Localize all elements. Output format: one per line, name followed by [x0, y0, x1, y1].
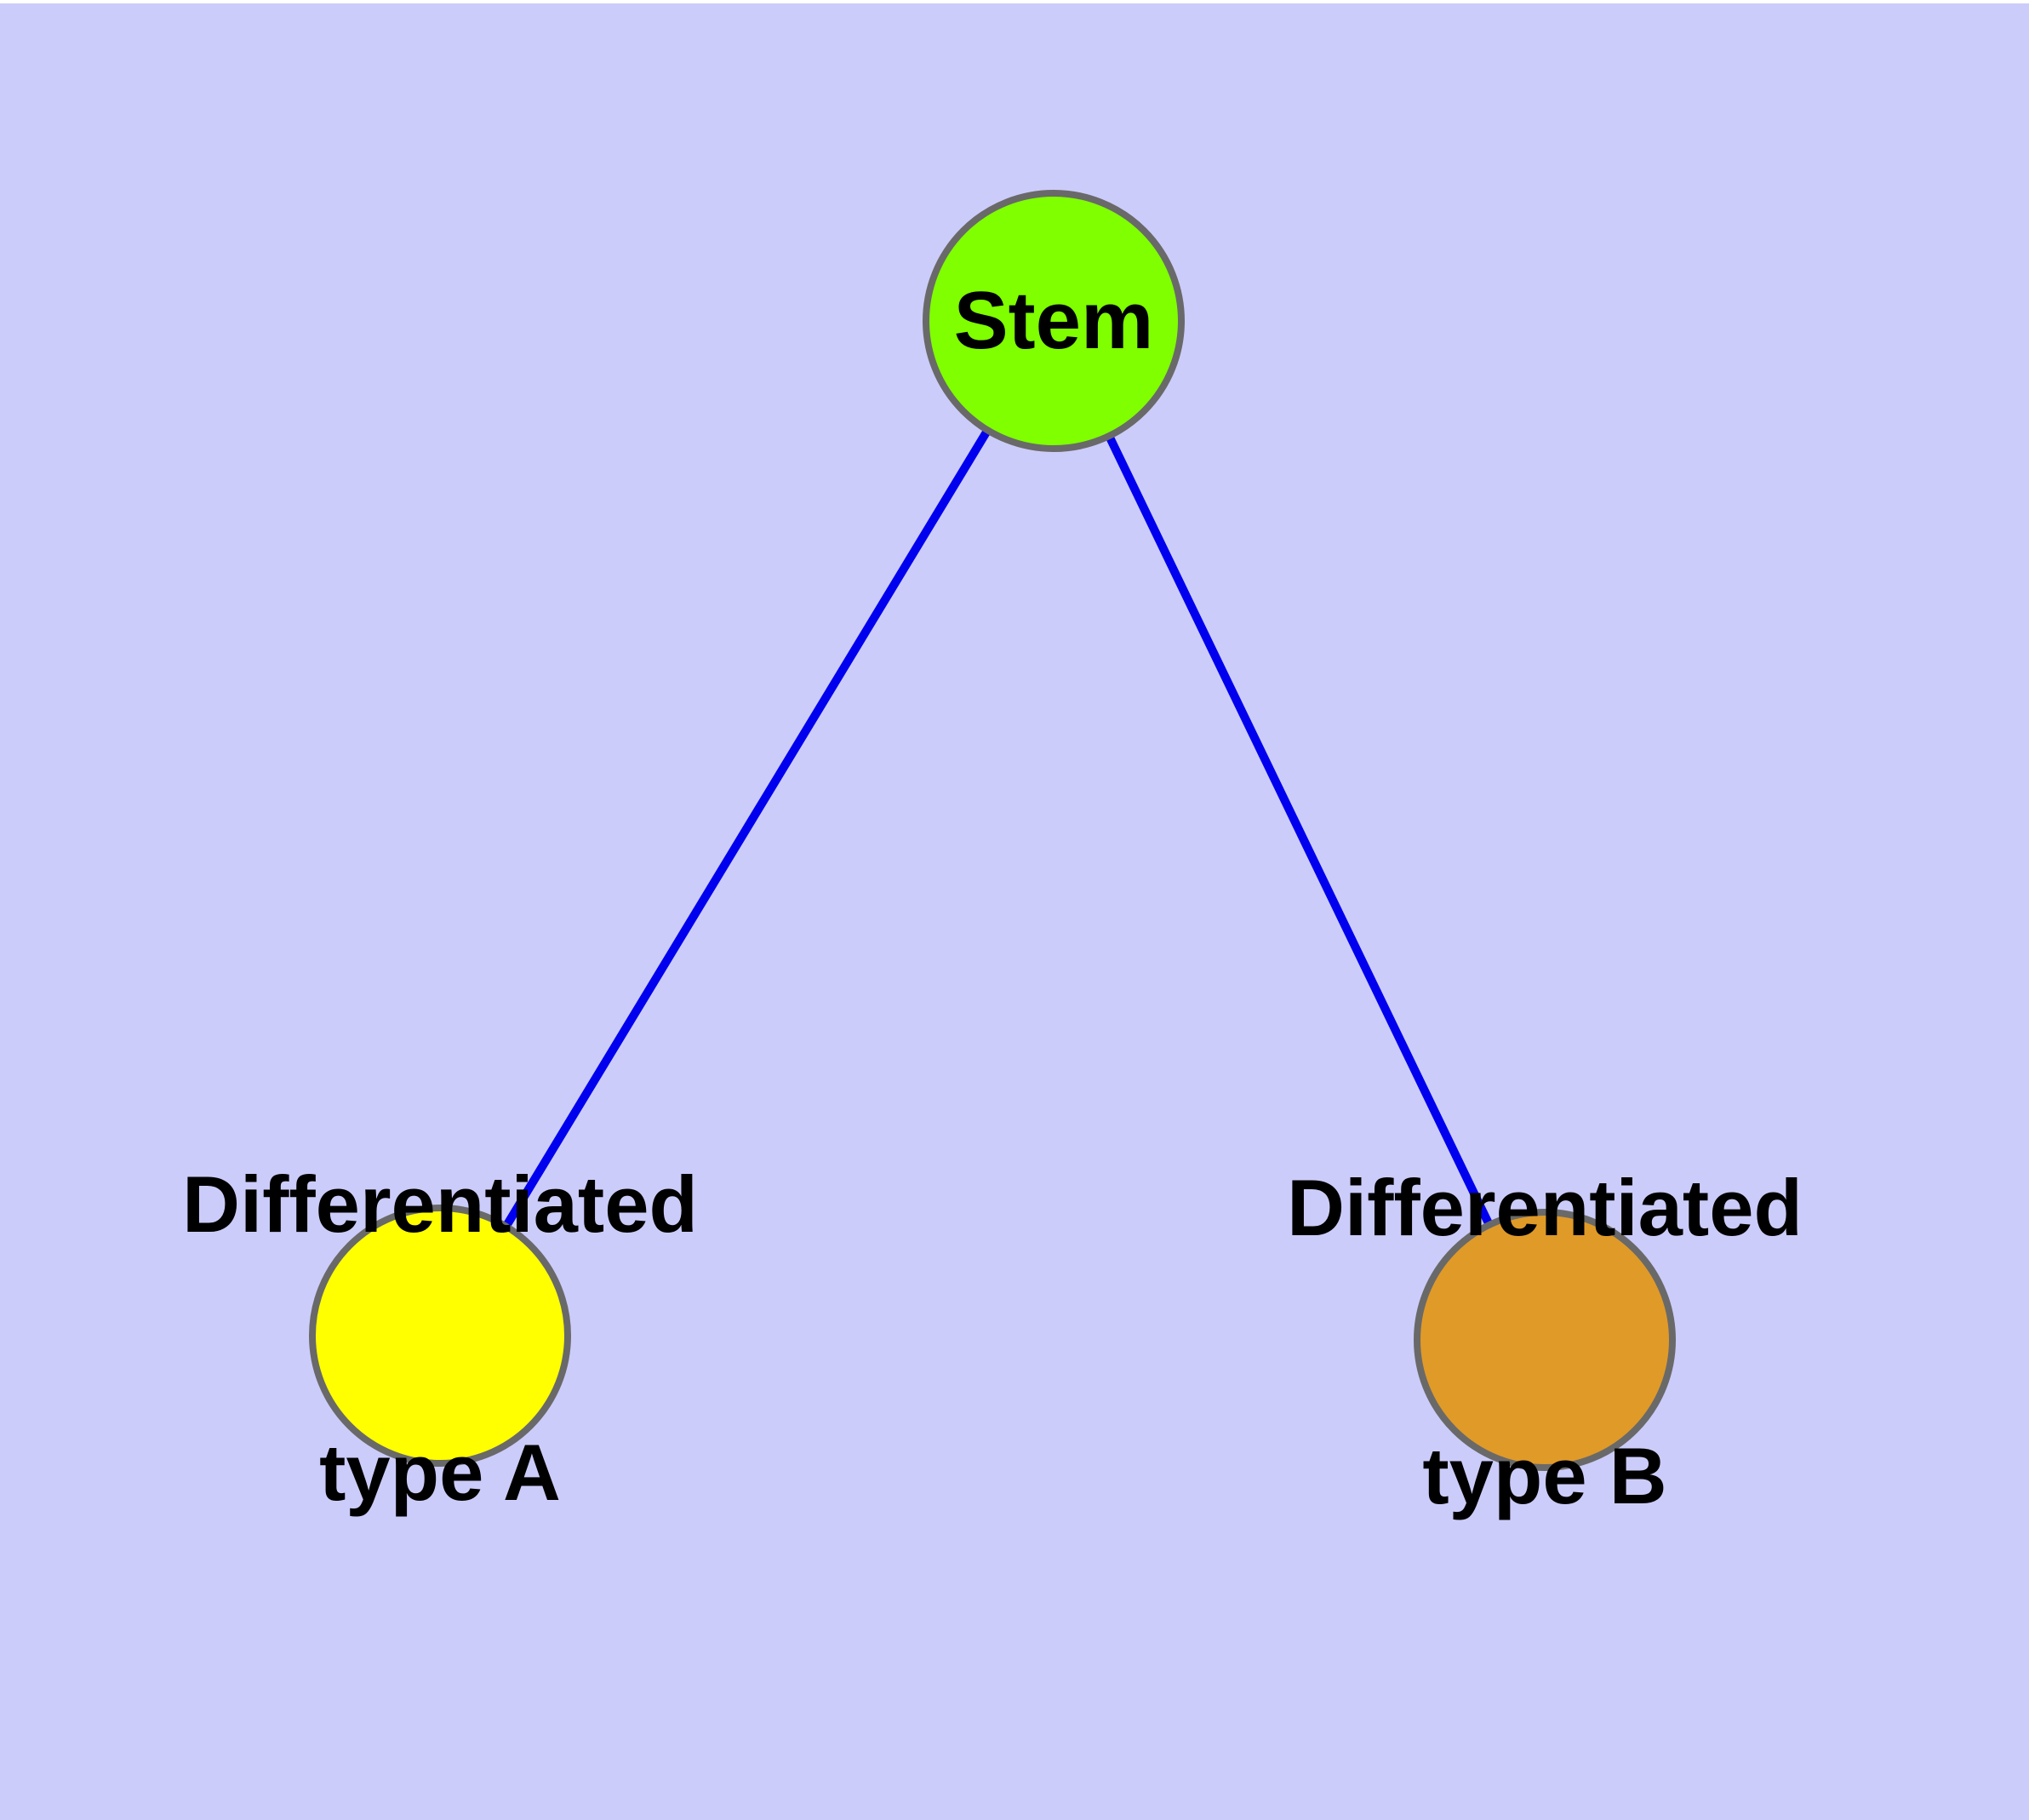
graph-svg — [309, 190, 1676, 1471]
edge-stem-to-differentiated-type-b[interactable] — [1049, 318, 1549, 1342]
node-differentiated-type-a[interactable] — [309, 1205, 571, 1467]
node-layer — [309, 190, 1676, 1471]
edge-layer — [436, 318, 1549, 1342]
node-stem[interactable] — [923, 190, 1185, 452]
node-differentiated-type-b[interactable] — [1414, 1209, 1676, 1471]
plot-background: Stem Differentiated type A Differentiate… — [0, 3, 2029, 1820]
edge-stem-to-differentiated-type-a[interactable] — [436, 318, 1058, 1338]
